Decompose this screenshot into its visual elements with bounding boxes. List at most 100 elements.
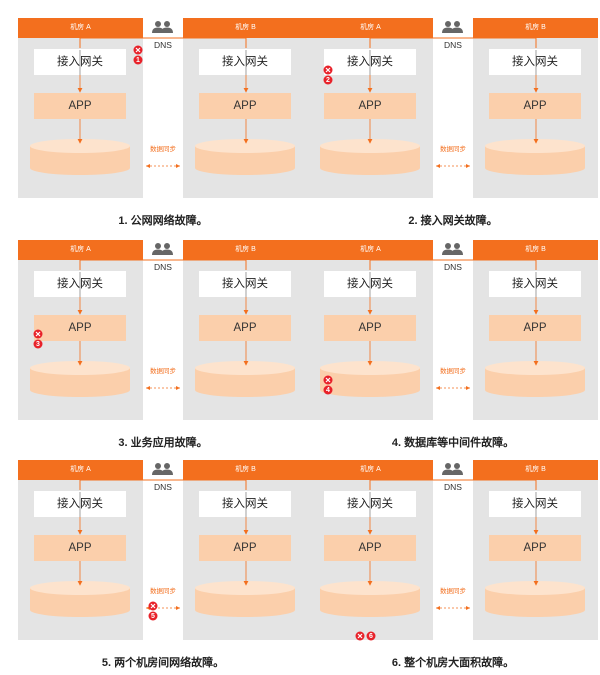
scenario-caption: 4. 数据库等中间件故障。	[391, 437, 515, 449]
database-cylinder	[195, 139, 295, 175]
fault-x-icon	[323, 375, 333, 385]
sync-arrow-head-left	[146, 386, 150, 390]
fault-x-icon	[133, 45, 143, 55]
fault-number: 4	[326, 386, 330, 394]
dns-label: DNS	[154, 40, 172, 50]
fault-number: 3	[36, 340, 40, 348]
dns-route-line	[79, 259, 247, 270]
fault-marker: 1	[133, 45, 143, 67]
fault-number-badge	[133, 55, 143, 65]
dns-route-line	[79, 479, 247, 490]
room-b-header: 机房 B	[473, 18, 598, 38]
fault-number: 6	[369, 632, 373, 640]
app-block: APP	[199, 535, 291, 561]
access-gateway: 接入网关	[199, 271, 291, 297]
scenario-caption: 2. 接入网关故障。	[408, 215, 498, 227]
dns-node: DNS	[438, 462, 468, 494]
database-cylinder	[320, 139, 420, 175]
data-sync-label: 数据同步	[440, 588, 466, 595]
room-b-header: 机房 B	[183, 18, 308, 38]
fault-number-badge	[323, 385, 333, 395]
room-b-header: 机房 B	[183, 240, 308, 260]
data-sync: 数据同步	[434, 367, 472, 393]
fault-marker: 3	[33, 329, 43, 351]
app-block: APP	[34, 315, 126, 341]
room-b-header: 机房 B	[473, 460, 598, 480]
database-cylinder	[30, 361, 130, 397]
users-icon	[442, 21, 464, 38]
app-block: APP	[489, 93, 581, 119]
flow-arrows	[77, 37, 249, 168]
flow-arrows	[367, 37, 539, 168]
fault-x-icon	[355, 631, 365, 641]
data-sync-label: 数据同步	[150, 368, 176, 375]
users-icon	[152, 463, 174, 480]
dns-route-line	[79, 37, 247, 48]
database-cylinder	[320, 581, 420, 617]
flow-arrows	[77, 259, 249, 390]
fault-number-badge	[323, 75, 333, 85]
access-gateway: 接入网关	[489, 491, 581, 517]
flow-arrows	[77, 479, 249, 610]
room-b: 机房 B 接入网关 APP	[473, 240, 598, 420]
sync-arrow-head-left	[436, 606, 440, 610]
data-sync: 数据同步	[144, 587, 182, 613]
access-gateway: 接入网关	[489, 49, 581, 75]
database-cylinder	[195, 361, 295, 397]
database-cylinder	[485, 581, 585, 617]
data-sync-label: 数据同步	[150, 588, 176, 595]
app-block: APP	[489, 535, 581, 561]
access-gateway: 接入网关	[199, 49, 291, 75]
data-sync: 数据同步	[434, 587, 472, 613]
app-block: APP	[324, 535, 416, 561]
access-gateway: 接入网关	[489, 271, 581, 297]
database-cylinder	[30, 139, 130, 175]
app-block: APP	[34, 93, 126, 119]
fault-marker: 5	[148, 601, 158, 623]
room-a-header: 机房 A	[18, 240, 143, 260]
database-cylinder	[30, 581, 130, 617]
sync-arrow-head-right	[466, 606, 470, 610]
room-a-header: 机房 A	[308, 460, 433, 480]
database-cylinder	[485, 139, 585, 175]
data-sync: 数据同步	[434, 145, 472, 171]
app-block: APP	[199, 315, 291, 341]
users-icon	[442, 243, 464, 260]
database-cylinder	[320, 361, 420, 397]
access-gateway: 接入网关	[199, 491, 291, 517]
data-sync: 数据同步	[144, 145, 182, 171]
sync-arrow-head-right	[176, 164, 180, 168]
app-block: APP	[489, 315, 581, 341]
data-sync-label: 数据同步	[440, 368, 466, 375]
fault-number-badge	[366, 631, 376, 641]
users-icon	[152, 243, 174, 260]
room-b-header: 机房 B	[473, 240, 598, 260]
sync-arrow-head-right	[176, 606, 180, 610]
app-block: APP	[34, 535, 126, 561]
dns-route-line	[369, 479, 537, 490]
dns-route-line	[369, 37, 537, 48]
room-a-header: 机房 A	[308, 18, 433, 38]
flow-arrows	[367, 479, 539, 610]
users-icon	[442, 463, 464, 480]
sync-arrow-head-left	[436, 164, 440, 168]
fault-number-badge	[33, 339, 43, 349]
room-a-header: 机房 A	[18, 460, 143, 480]
dns-node: DNS	[148, 242, 178, 274]
dns-label: DNS	[444, 40, 462, 50]
data-sync: 数据同步	[144, 367, 182, 393]
flow-arrows	[367, 259, 539, 390]
sync-arrow-head-left	[146, 164, 150, 168]
fault-number: 5	[151, 612, 155, 620]
sync-arrow-head-right	[176, 386, 180, 390]
fault-marker: 6	[355, 631, 377, 653]
